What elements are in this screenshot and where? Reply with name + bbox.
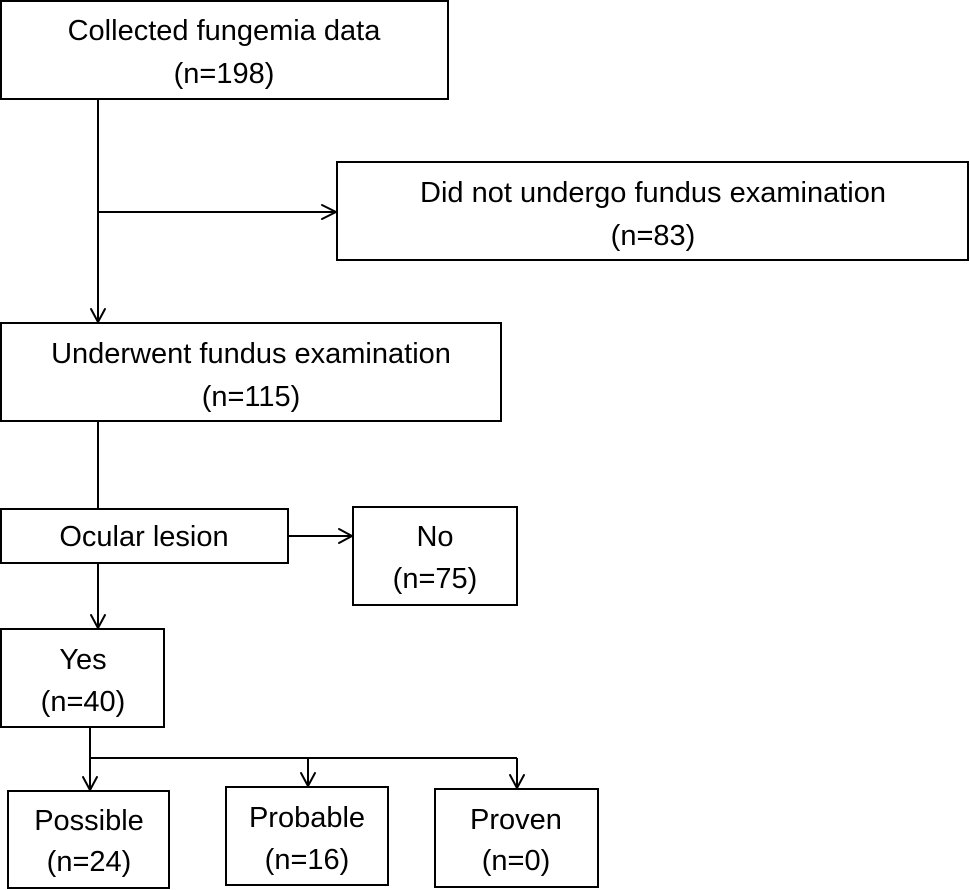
box-probable [225, 786, 389, 886]
label-proven-title: Proven [470, 804, 562, 836]
label-yes-title: Yes [59, 644, 106, 676]
label-probable-count: (n=16) [265, 844, 350, 876]
node-probable: Probable (n=16) [225, 786, 389, 886]
node-yes: Yes (n=40) [0, 628, 165, 728]
label-no-exam-title: Did not undergo fundus examination [420, 177, 886, 209]
node-no: No (n=75) [352, 506, 518, 606]
box-collected [0, 0, 449, 100]
label-collected-title: Collected fungemia data [68, 15, 382, 47]
label-no-count: (n=75) [393, 563, 478, 595]
box-possible [7, 790, 170, 889]
box-proven [434, 788, 599, 888]
label-probable-title: Probable [249, 802, 365, 834]
label-ocular-title: Ocular lesion [59, 521, 228, 553]
box-yes [0, 628, 165, 728]
label-collected-count: (n=198) [174, 58, 275, 90]
label-yes-count: (n=40) [41, 686, 126, 718]
box-ocular [0, 508, 289, 564]
node-collected: Collected fungemia data (n=198) [0, 0, 449, 100]
label-exam-count: (n=115) [202, 381, 301, 413]
label-possible-title: Possible [34, 805, 144, 837]
box-exam [0, 322, 502, 422]
node-no-exam: Did not undergo fundus examination (n=83… [336, 161, 969, 261]
label-no-exam-count: (n=83) [611, 220, 696, 252]
label-exam-title: Underwent fundus examination [51, 338, 451, 370]
label-proven-count: (n=0) [482, 845, 551, 877]
node-possible: Possible (n=24) [7, 790, 170, 889]
node-ocular: Ocular lesion [0, 508, 289, 564]
label-no-title: No [416, 521, 453, 553]
node-exam: Underwent fundus examination (n=115) [0, 322, 502, 422]
node-proven: Proven (n=0) [434, 788, 599, 888]
label-possible-count: (n=24) [47, 846, 132, 878]
box-no [352, 506, 518, 606]
box-no-exam [336, 161, 969, 261]
